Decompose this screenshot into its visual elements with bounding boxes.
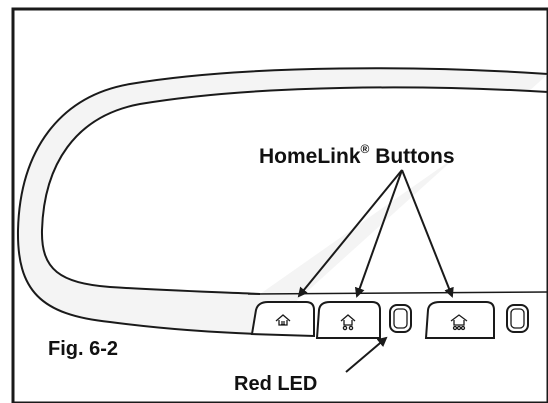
red-led-label: Red LED <box>234 373 318 395</box>
house-garage-icon <box>340 314 356 331</box>
homelink-button-2 <box>315 301 381 339</box>
mirror-glass-outline <box>40 86 548 295</box>
homelink-button-3 <box>424 301 495 339</box>
buttons-text: Buttons <box>369 145 455 168</box>
arrow-to-red-led <box>345 336 388 373</box>
homelink-buttons-label: HomeLink® Buttons <box>259 142 455 169</box>
red-led-indicator <box>389 304 412 333</box>
arrow-to-button-1 <box>297 169 403 298</box>
arrow-to-button-2 <box>354 169 403 298</box>
homelink-text: HomeLink <box>259 145 361 168</box>
house-garage-icon <box>450 314 468 331</box>
arrow-to-button-3 <box>401 169 454 298</box>
indicator-square-2 <box>506 304 529 333</box>
house-garage-icon <box>275 314 291 326</box>
homelink-button-1 <box>250 301 315 338</box>
registered-mark: ® <box>360 142 370 156</box>
figure-caption: Fig. 6-2 <box>48 338 119 360</box>
figure-frame <box>11 7 548 403</box>
